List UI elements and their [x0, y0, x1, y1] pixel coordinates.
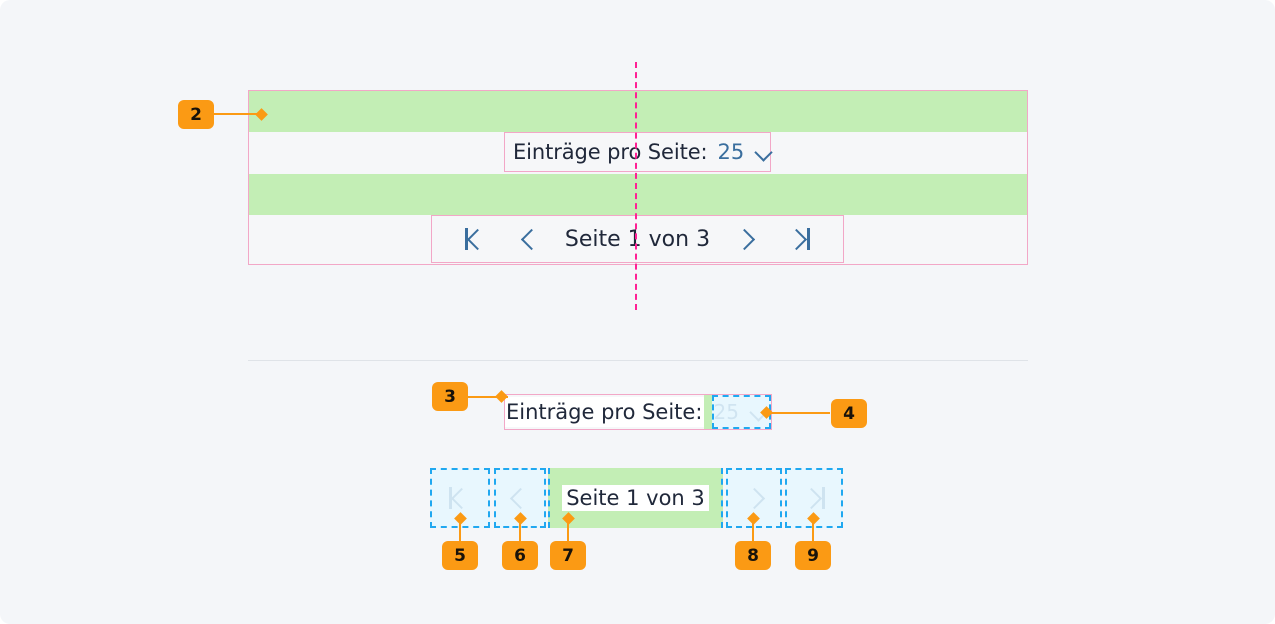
callout-leader [567, 518, 570, 542]
table-row [249, 174, 1027, 215]
previous-page-button[interactable] [509, 219, 553, 259]
callout-badge-8: 8 [735, 541, 771, 570]
previous-page-icon [516, 224, 546, 254]
center-guide-line [635, 62, 637, 310]
last-page-icon [784, 224, 814, 254]
last-page-icon [799, 483, 829, 513]
callout-leader [766, 412, 830, 415]
page-status-detail: Seite 1 von 3 [548, 468, 723, 528]
callout-badge-3: 3 [432, 382, 468, 411]
pagination-controls: Seite 1 von 3 [431, 215, 844, 263]
page-status-label: Seite 1 von 3 [564, 226, 711, 252]
pagination-table-frame: Einträge pro Seite: 25 Seite 1 von 3 [248, 90, 1028, 265]
first-page-icon [445, 483, 475, 513]
last-page-button[interactable] [777, 219, 821, 259]
entries-per-page-detail[interactable]: Einträge pro Seite: 25 [504, 394, 772, 430]
callout-leader [212, 113, 266, 116]
callout-badge-5: 5 [442, 541, 478, 570]
callout-badge-9: 9 [795, 541, 831, 570]
entries-per-page-label: Einträge pro Seite: [505, 397, 705, 427]
callout-leader [812, 518, 815, 542]
entries-per-page-control[interactable]: Einträge pro Seite: 25 [504, 132, 771, 172]
highlight-strip [704, 395, 712, 429]
callout-badge-6: 6 [502, 541, 538, 570]
chevron-down-icon[interactable] [754, 142, 770, 162]
first-page-button[interactable] [454, 219, 498, 259]
callout-leader [519, 518, 522, 542]
section-divider [248, 360, 1028, 361]
callout-badge-7: 7 [550, 541, 586, 570]
page-status-label: Seite 1 von 3 [562, 485, 709, 511]
callout-leader [466, 396, 508, 399]
table-row [249, 91, 1027, 132]
callout-badge-2: 2 [178, 100, 214, 129]
callout-leader [459, 518, 462, 542]
entries-per-page-value: 25 [713, 400, 739, 424]
callout-leader [752, 518, 755, 542]
entries-per-page-label: Einträge pro Seite: [513, 140, 708, 164]
entries-per-page-value[interactable]: 25 [717, 140, 745, 164]
next-page-icon [729, 224, 759, 254]
next-page-button[interactable] [722, 219, 766, 259]
first-page-icon [461, 224, 491, 254]
callout-badge-4: 4 [831, 399, 867, 428]
previous-page-icon [505, 483, 535, 513]
next-page-icon [739, 483, 769, 513]
